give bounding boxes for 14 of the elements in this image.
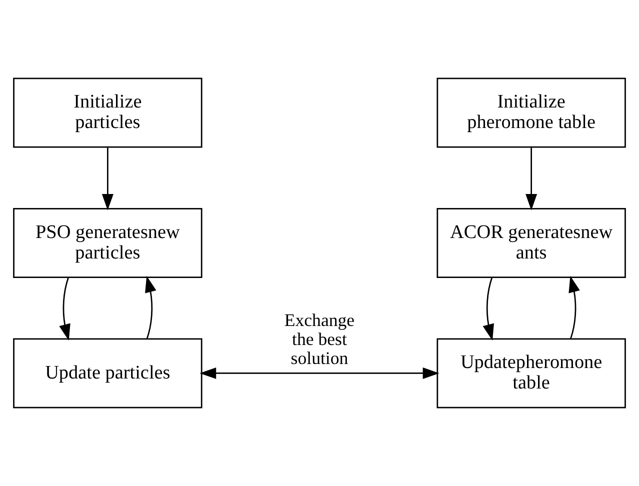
edge-label: Exchange the best solution <box>284 310 355 368</box>
arrow <box>568 276 580 339</box>
arrow <box>526 148 538 210</box>
arrow <box>59 278 70 341</box>
arrow <box>145 276 156 339</box>
arrow <box>102 148 114 210</box>
node-box: Updatepheromone table <box>436 338 626 408</box>
arrow <box>200 367 440 379</box>
arrow <box>482 278 494 341</box>
node-box: Initialize particles <box>13 78 202 148</box>
node-box: PSO generatesnew particles <box>13 208 202 278</box>
node-box: Initialize pheromone table <box>436 78 626 148</box>
node-box: ACOR generatesnew ants <box>436 208 626 278</box>
node-box: Update particles <box>13 338 202 408</box>
